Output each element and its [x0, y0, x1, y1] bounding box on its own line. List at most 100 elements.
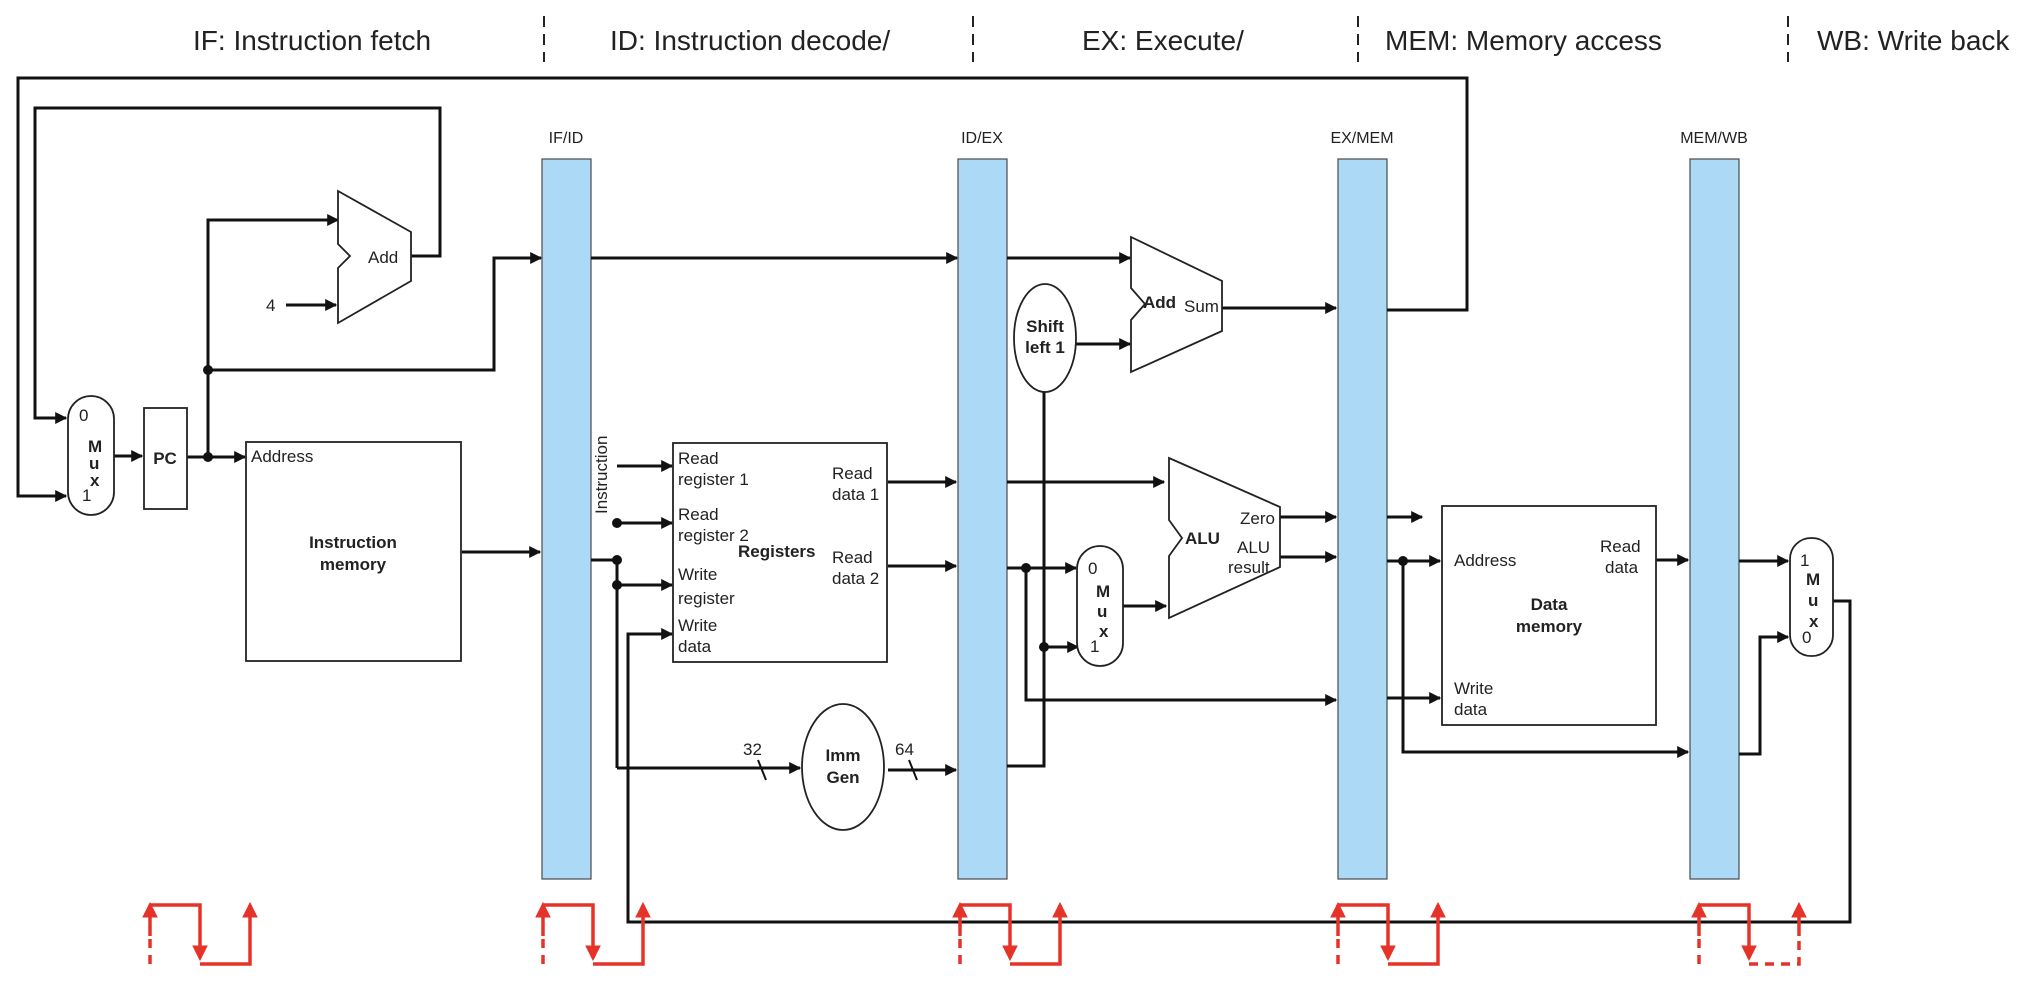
- shift-label-a: Shift: [1026, 317, 1064, 336]
- pc-adder: [337, 189, 412, 325]
- rf-write-data-b: data: [678, 637, 712, 656]
- wire-write-back: [626, 599, 1852, 924]
- clock-marker-mem: [1330, 901, 1446, 966]
- alu-mux-x: x: [1099, 622, 1109, 641]
- width-in-label: 32: [743, 740, 762, 759]
- id-ex-register: [957, 158, 1008, 880]
- pc-mux-one: 1: [82, 486, 91, 505]
- alu-mux-one: 1: [1090, 637, 1099, 656]
- junction-imm: [1039, 642, 1049, 652]
- pc-label: PC: [153, 449, 177, 468]
- alu-result-label-a: ALU: [1237, 538, 1270, 557]
- rf-write-reg-a: Write: [678, 565, 717, 584]
- imm-gen: [801, 703, 885, 831]
- branch-sum-label: Sum: [1184, 297, 1219, 316]
- stage-title-ex: EX: Execute/: [1082, 25, 1244, 56]
- wire-alu-to-mem-wb: [1401, 561, 1690, 758]
- alu-label: ALU: [1185, 529, 1220, 548]
- wb-mux-one: 1: [1800, 551, 1809, 570]
- ex-stage-components: Shift left 1 Add Sum ALU Zero ALU result…: [1013, 235, 1281, 667]
- rf-read-data1-b: data 1: [832, 485, 879, 504]
- shift-left-1: [1013, 283, 1077, 393]
- pc-adder-label: Add: [368, 248, 398, 267]
- rf-write-reg-b: register: [678, 589, 735, 608]
- ex-mem-label: EX/MEM: [1330, 130, 1393, 147]
- pipeline-registers: IF/ID ID/EX EX/MEM MEM/WB: [541, 130, 1748, 880]
- alu-zero-label: Zero: [1240, 509, 1275, 528]
- clock-ex-rise2: [1010, 901, 1068, 966]
- junction-instruction: [612, 555, 622, 565]
- wb-mux-x: x: [1809, 612, 1819, 631]
- if-id-label: IF/ID: [549, 130, 584, 147]
- instruction-wire-label: Instruction: [592, 436, 611, 514]
- junction-pc: [203, 452, 213, 462]
- rf-read-data1-a: Read: [832, 464, 873, 483]
- wire-immediate-ex: [1007, 392, 1046, 768]
- clock-mem-fall: [1338, 903, 1396, 962]
- if-id-register: [541, 158, 592, 880]
- wire-instruction-bus: [591, 558, 619, 768]
- stage-title-mem: MEM: Memory access: [1385, 25, 1662, 56]
- wire-pc-plus-four: [33, 106, 442, 424]
- slash-64: [908, 759, 918, 781]
- wb-mux: [1789, 537, 1834, 657]
- junction-dots: [203, 365, 1408, 652]
- junction-rd: [612, 580, 622, 590]
- branch-adder-label: Add: [1143, 293, 1176, 312]
- stage-separators: [543, 16, 1789, 62]
- stage-title-if: IF: Instruction fetch: [193, 25, 431, 56]
- clock-marker-if: [142, 901, 258, 966]
- dmem-address-label: Address: [1454, 551, 1516, 570]
- pc-mux-x: x: [90, 471, 100, 490]
- mem-wb-register: [1689, 158, 1740, 880]
- imem-label-line2: memory: [320, 555, 387, 574]
- clock-markers: [142, 901, 1807, 966]
- rf-read-reg2-b: register 2: [678, 526, 749, 545]
- wb-mux-u: u: [1808, 591, 1818, 610]
- constant-four: 4: [266, 296, 275, 315]
- clock-id-rise2: [593, 901, 651, 966]
- dmem-write-data-a: Write: [1454, 679, 1493, 698]
- junction-rd2: [1021, 563, 1031, 573]
- clock-wb-dash2: [1749, 936, 1801, 966]
- data-memory: [1441, 505, 1657, 726]
- dmem-write-data-b: data: [1454, 700, 1488, 719]
- clock-marker-ex: [952, 901, 1068, 966]
- width-out-label: 64: [895, 740, 914, 759]
- alu-src-mux: [1076, 545, 1124, 667]
- junction-rs2: [612, 518, 622, 528]
- dmem-label-a: Data: [1531, 595, 1568, 614]
- rf-read-data2-b: data 2: [832, 569, 879, 588]
- wb-stage-components: 1 M u x 0: [1789, 537, 1834, 657]
- bus-width-marks: [757, 759, 918, 781]
- ex-mem-register: [1337, 158, 1388, 880]
- pc-mux-zero: 0: [79, 406, 88, 425]
- wire-alu-data-to-mux: [1739, 631, 1790, 756]
- mem-wb-label: MEM/WB: [1680, 130, 1748, 147]
- shift-label-b: left 1: [1025, 338, 1065, 357]
- alu-mux-zero: 0: [1088, 559, 1097, 578]
- wb-mux-zero: 0: [1802, 628, 1811, 647]
- wire-pc-to-adder: [206, 214, 340, 457]
- dmem-read-data-b: data: [1605, 558, 1639, 577]
- alu-mux-m: M: [1096, 582, 1110, 601]
- slash-32: [757, 759, 767, 781]
- wire-rd2-to-ex-mem: [1024, 568, 1338, 706]
- junction-pc-branch: [203, 365, 213, 375]
- instruction-memory: [245, 441, 462, 662]
- wire-pc-to-if-id: [208, 252, 543, 372]
- wire-branch-target: [16, 76, 1469, 502]
- pc-mux-m: M: [88, 437, 102, 456]
- stage-title-id: ID: Instruction decode/: [610, 25, 890, 56]
- rf-read-reg1-b: register 1: [678, 470, 749, 489]
- dmem-label-b: memory: [1516, 617, 1583, 636]
- stage-title-wb: WB: Write back: [1817, 25, 2010, 56]
- alu-result-label-b: result: [1228, 558, 1270, 577]
- alu-mux-u: u: [1097, 602, 1107, 621]
- register-file: [672, 442, 888, 663]
- clock-wb-fall: [1699, 903, 1757, 962]
- alu: [1168, 456, 1281, 620]
- stage-titles: IF: Instruction fetch ID: Instruction de…: [193, 25, 2010, 56]
